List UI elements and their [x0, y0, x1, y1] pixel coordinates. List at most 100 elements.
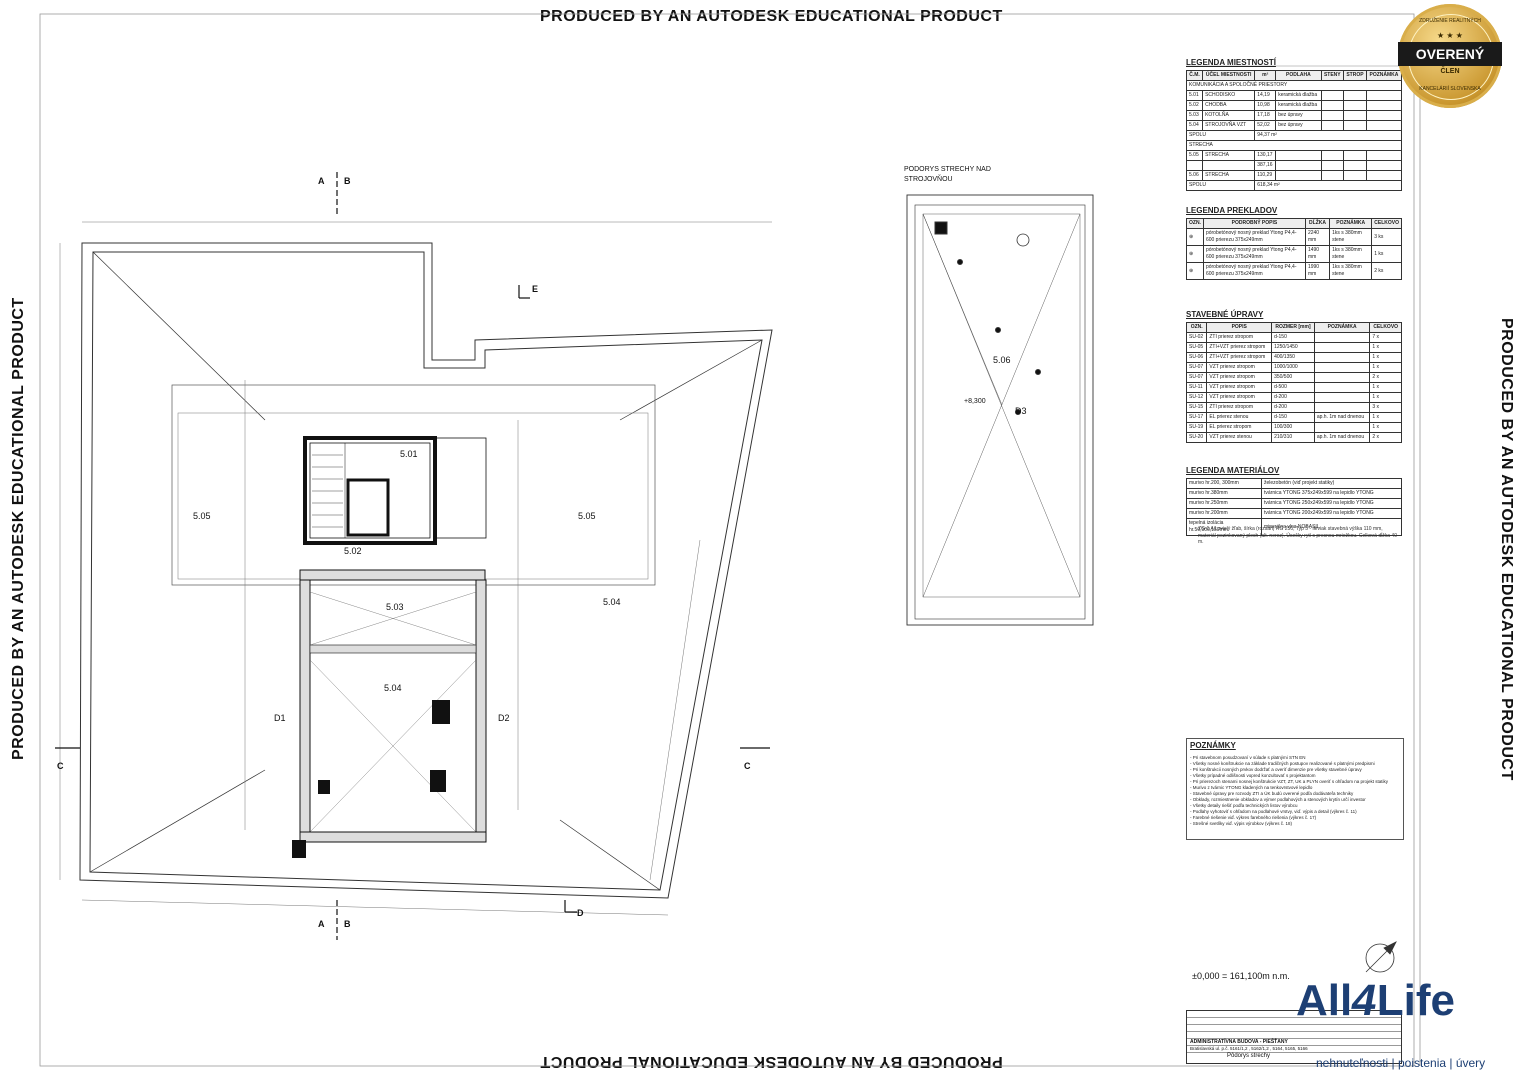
table-cell: 1 x: [1369, 352, 1402, 363]
door-label-d1: D1: [274, 713, 286, 723]
table-cell: 1 ks: [1371, 245, 1402, 263]
table-cell: 1ks s 380mm stene: [1329, 228, 1373, 246]
table-cell: murivo hr.200, 300mm: [1186, 478, 1262, 489]
table-cell: 1 x: [1369, 362, 1402, 373]
table-cell: 1000/1000: [1271, 362, 1315, 373]
legend-rooms: LEGENDA MIESTNOSTÍ Č.M. ÚČEL MIESTNOSTI …: [1185, 58, 1403, 191]
table-header: STENY: [1320, 70, 1344, 81]
notes-line: - Pri stavebnom posudzovaní v súlade s p…: [1190, 755, 1306, 760]
room-label-505-left: 5.05: [193, 511, 211, 521]
table-cell: tvárnica YTONG 250x249x599 na lepidlo YT…: [1261, 498, 1402, 509]
table-cell: [1313, 382, 1371, 393]
table-cell: minerálna vlna NOBASIL: [1261, 518, 1402, 536]
table-total-label: SPOLU: [1185, 130, 1256, 141]
table-cell: SU-06: [1185, 352, 1208, 363]
badge-stars-icon: ★ ★ ★: [1437, 31, 1463, 40]
room-label-506: 5.06: [993, 355, 1011, 365]
table-cell: [1185, 160, 1204, 171]
table-cell: 1ks s 380mm stene: [1329, 262, 1373, 280]
section-marker-c-right: C: [744, 761, 751, 771]
table-total-label: SPOLU: [1185, 180, 1256, 191]
table-cell: 1 x: [1369, 342, 1402, 353]
section-marker-e: E: [532, 284, 539, 294]
table-cell: murivo hr.380mm: [1186, 488, 1262, 499]
table-cell: železobetón (viď projekt statiky): [1261, 478, 1402, 489]
table-cell: murivo hr.200mm: [1186, 508, 1262, 519]
table-cell: 2240 mm: [1304, 228, 1331, 246]
notes-title: POZNÁMKY: [1190, 741, 1236, 750]
table-cell: 1ks s 380mm stene: [1329, 245, 1373, 263]
table-cell: VZT prierez stropom: [1206, 392, 1273, 403]
lintel-symbol-icon: ⊕: [1186, 228, 1204, 246]
table-cell: bez úpravy: [1275, 110, 1322, 121]
table-header: PODROBNÝ POPIS: [1202, 218, 1306, 229]
table-cell: 2 x: [1369, 372, 1402, 383]
table-cell: [1320, 120, 1344, 131]
table-cell: [1342, 170, 1367, 181]
table-cell: [1320, 150, 1344, 161]
table-cell: pórobetónový nosný preklad Ytong P4,4-60…: [1202, 245, 1306, 263]
table-cell: SU-07: [1185, 372, 1208, 383]
table-cell: 52,02: [1254, 120, 1277, 131]
table-cell: SU-05: [1185, 342, 1208, 353]
room-label-502: 5.02: [344, 546, 362, 556]
table-cell: [1342, 120, 1367, 131]
notes-line: - Všetky detaily riešiť podľa technickýc…: [1190, 803, 1298, 808]
table-total-value: 618,34 m²: [1254, 180, 1402, 191]
table-cell: d-500: [1271, 382, 1315, 393]
section-marker-b-bottom: B: [344, 919, 351, 929]
table-cell: 5.03: [1185, 110, 1204, 121]
watermark-top: PRODUCED BY AN AUTODESK EDUCATIONAL PROD…: [540, 8, 1003, 25]
table-cell: 1 x: [1369, 382, 1402, 393]
legend-materials-title: LEGENDA MATERIÁLOV: [1186, 466, 1280, 475]
table-row: ⊕pórobetónový nosný preklad Ytong P4,4-6…: [1186, 262, 1402, 280]
table-header: POZNÁMKA: [1313, 322, 1371, 333]
logo-text-all: All: [1296, 976, 1353, 1025]
table-cell: 17,18: [1254, 110, 1277, 121]
table-cell: 400/1350: [1271, 352, 1315, 363]
table-cell: [1320, 100, 1344, 111]
table-cell: 5.05: [1185, 150, 1204, 161]
table-cell: STRECHA: [1202, 170, 1256, 181]
title-block-row: [1187, 1025, 1401, 1032]
lintel-symbol-icon: ⊕: [1186, 262, 1204, 280]
table-cell: EL prierez stenou: [1206, 412, 1273, 423]
table-cell: 1990 mm: [1304, 262, 1331, 280]
materials-note: ZG-1 A1 zvislý žľab, šírka (rozsah) RG 2…: [1198, 526, 1397, 545]
logo-tagline: nehnuteľnosti | poistenia | úvery: [1316, 1056, 1486, 1070]
table-header: POZNÁMKA: [1329, 218, 1373, 229]
table-header: ROZMER [mm]: [1271, 322, 1315, 333]
legend-works-title: STAVEBNÉ ÚPRAVY: [1186, 310, 1264, 319]
table-cell: [1313, 392, 1371, 403]
table-cell: [1342, 150, 1367, 161]
table-cell: pórobetónový nosný preklad Ytong P4,4-60…: [1202, 228, 1306, 246]
badge-sub-text: ČLEN: [1440, 68, 1460, 75]
table-row: ⊕pórobetónový nosný preklad Ytong P4,4-6…: [1186, 228, 1402, 246]
table-cell: 14,19: [1254, 90, 1277, 101]
table-header: Č.M.: [1185, 70, 1204, 81]
table-header: OZN.: [1185, 322, 1208, 333]
table-cell: SU-12: [1185, 392, 1208, 403]
table-cell: 5.02: [1185, 100, 1204, 111]
table-cell: VZT prierez stropom: [1206, 372, 1273, 383]
table-header: DĹŽKA: [1304, 218, 1331, 229]
table-cell: VZT prierez stropom: [1206, 382, 1273, 393]
table-cell: 387,16: [1254, 160, 1277, 171]
notes-line: - Podlahy vyhotoviť s ohľadom na podlaho…: [1190, 809, 1357, 814]
section-marker-a-top: A: [318, 176, 325, 186]
table-cell: VZT prierez stropom: [1206, 362, 1273, 373]
table-cell: 2 x: [1369, 432, 1402, 443]
